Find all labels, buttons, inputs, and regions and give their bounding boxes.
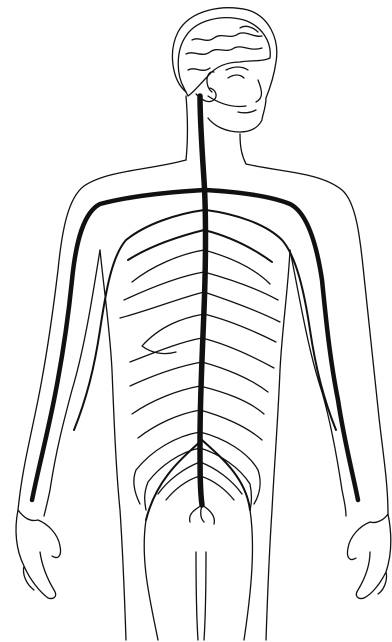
neck-left bbox=[186, 96, 188, 160]
right-leg-nerve bbox=[244, 510, 252, 640]
brain-folds bbox=[186, 26, 262, 70]
neck-right bbox=[240, 134, 246, 164]
left-arm-secondary-nerve bbox=[74, 210, 204, 430]
inner-leg-left bbox=[196, 552, 198, 640]
left-shoulder-arm bbox=[18, 160, 186, 521]
eyebrow bbox=[226, 67, 248, 70]
brain bbox=[178, 18, 270, 96]
nose bbox=[256, 80, 262, 102]
left-leg-nerve bbox=[144, 520, 158, 640]
inner-leg-right bbox=[204, 552, 206, 640]
left-hand bbox=[16, 510, 61, 599]
torso-right bbox=[266, 250, 290, 640]
nerve-network bbox=[32, 96, 358, 524]
right-shoulder-arm bbox=[246, 164, 388, 523]
mouth bbox=[238, 110, 256, 113]
right-hand bbox=[347, 514, 390, 599]
jaw-nerve bbox=[208, 96, 246, 107]
eye bbox=[228, 75, 244, 78]
right-inner-arm bbox=[290, 250, 346, 516]
sacral-branches bbox=[190, 505, 215, 524]
